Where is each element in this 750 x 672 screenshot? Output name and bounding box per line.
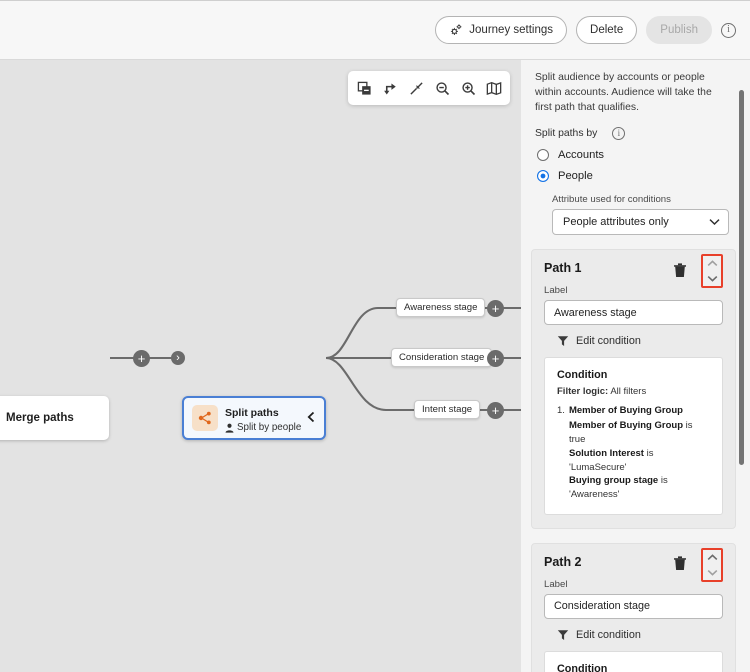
share-split-icon <box>192 405 218 431</box>
condition-2-title: Condition <box>557 662 608 672</box>
radio-people-label: People <box>558 170 593 183</box>
split-node-title: Split paths <box>225 406 279 419</box>
split-paths-by-info-icon[interactable]: i <box>612 127 626 141</box>
path-1-label-caption: Label <box>544 285 568 297</box>
delete-path-1-button[interactable] <box>671 261 689 279</box>
duplicate-icon[interactable] <box>352 75 376 101</box>
reorder-path-1-stepper[interactable] <box>701 254 723 289</box>
condition-1-title: Condition <box>557 369 608 382</box>
path-card-1: Path 1 <box>531 249 736 529</box>
split-node-text: Split paths Split by people <box>225 402 301 435</box>
zoom-in-icon[interactable] <box>456 75 480 101</box>
panel-scrollbar[interactable] <box>739 90 744 465</box>
edit-condition-1-label: Edit condition <box>576 335 641 348</box>
split-node-subtitle-row: Split by people <box>225 422 301 435</box>
delete-label: Delete <box>590 24 624 36</box>
path-2-label-caption: Label <box>544 578 568 590</box>
merge-paths-title: Merge paths <box>6 412 74 424</box>
journey-canvas[interactable]: Merge paths + › Sp <box>0 60 521 672</box>
canvas-toolbar <box>348 71 510 105</box>
panel-description: Split audience by accounts or people wit… <box>535 72 712 113</box>
radio-accounts[interactable]: Accounts <box>521 140 743 162</box>
person-icon <box>225 423 234 433</box>
add-step-button-merge-split[interactable]: + <box>133 350 150 367</box>
split-paths-settings-panel: Split audience by accounts or people wit… <box>521 60 750 672</box>
branch-label-2[interactable]: Consideration stage <box>391 348 493 367</box>
fit-screen-icon[interactable] <box>404 75 428 101</box>
chevron-up-icon[interactable] <box>707 554 718 561</box>
path-2-title: Path 2 <box>544 554 582 569</box>
reorder-path-2-stepper[interactable] <box>701 547 723 582</box>
condition-1-rule-2: Solution Interest is 'LumaSecure' <box>569 447 654 473</box>
path-1-label-value: Awareness stage <box>554 306 637 319</box>
attribute-field-label: Attribute used for conditions <box>552 194 671 206</box>
delete-button[interactable]: Delete <box>576 16 638 44</box>
delete-path-2-button[interactable] <box>671 555 689 573</box>
condition-1-filter-logic-key: Filter logic: <box>557 386 609 398</box>
branch-label-3[interactable]: Intent stage <box>414 400 481 419</box>
top-toolbar: Journey settings Delete Publish i <box>0 0 750 60</box>
condition-1-rule-3: Buying group stage is 'Awareness' <box>569 475 668 501</box>
path-1-header: Path 1 <box>544 254 723 289</box>
split-paths-by-row: Split paths by i <box>521 115 743 141</box>
redo-arrow-icon[interactable] <box>378 75 402 101</box>
chevron-up-icon[interactable] <box>707 260 718 267</box>
gear-icon <box>449 23 463 37</box>
add-step-button-branch-3[interactable]: + <box>487 402 504 419</box>
chevron-down-icon[interactable] <box>707 569 718 576</box>
condition-1-filter-logic: Filter logic: All filters <box>557 386 710 397</box>
condition-1-list: 1. Member of Buying Group Member of Buyi… <box>557 405 710 502</box>
radio-people[interactable]: People <box>521 161 743 183</box>
add-step-button-branch-1[interactable]: + <box>487 300 504 317</box>
path-1-title: Path 1 <box>544 261 582 276</box>
info-icon[interactable]: i <box>721 22 736 38</box>
filter-icon <box>557 335 569 347</box>
branch-label-1[interactable]: Awareness stage <box>396 298 486 317</box>
condition-box-2: Condition Filter logic: All filters 1. M… <box>544 650 723 672</box>
chevron-down-icon <box>709 218 720 226</box>
radio-people-indicator <box>537 170 549 183</box>
minimap-icon[interactable] <box>482 75 506 101</box>
condition-1-item-name: Member of Buying Group <box>568 405 683 417</box>
split-paths-by-label: Split paths by <box>535 128 598 140</box>
condition-box-1: Condition Filter logic: All filters 1. M… <box>544 357 723 515</box>
attribute-select-value: People attributes only <box>563 216 669 229</box>
radio-accounts-label: Accounts <box>558 149 605 162</box>
journey-settings-label: Journey settings <box>469 24 554 36</box>
journey-settings-button[interactable]: Journey settings <box>435 16 568 44</box>
attribute-select[interactable]: People attributes only <box>552 209 729 236</box>
path-card-2: Path 2 <box>531 542 736 672</box>
path-2-label-value: Consideration stage <box>554 600 651 613</box>
condition-1-filter-logic-value: All filters <box>610 386 647 398</box>
condition-1-rule-1: Member of Buying Group is true <box>569 420 693 446</box>
expand-left-chevron-button[interactable]: › <box>171 351 185 365</box>
publish-label: Publish <box>660 24 698 36</box>
chevron-down-icon[interactable] <box>707 275 718 282</box>
collapse-node-chevron-icon[interactable] <box>307 411 316 423</box>
zoom-out-icon[interactable] <box>430 75 454 101</box>
path-1-label-input[interactable]: Awareness stage <box>544 300 723 326</box>
radio-accounts-indicator <box>537 149 549 162</box>
edit-condition-2-button[interactable]: Edit condition <box>557 629 723 641</box>
condition-1-item-number: 1. <box>557 405 565 417</box>
edit-condition-1-button[interactable]: Edit condition <box>557 335 723 347</box>
filter-icon <box>557 629 569 641</box>
split-node-subtitle: Split by people <box>237 421 302 433</box>
split-paths-node[interactable]: Split paths Split by people <box>182 396 326 440</box>
merge-paths-node[interactable]: Merge paths <box>0 396 109 440</box>
add-step-button-branch-2[interactable]: + <box>487 350 504 367</box>
condition-1-rules: Member of Buying Group is true Solution … <box>569 419 710 502</box>
path-2-label-input[interactable]: Consideration stage <box>544 593 723 619</box>
condition-1-item-header: 1. Member of Buying Group <box>557 405 710 416</box>
edit-condition-2-label: Edit condition <box>576 628 641 641</box>
publish-button[interactable]: Publish <box>646 16 712 44</box>
path-2-header: Path 2 <box>544 547 723 582</box>
panel-scroll-content: Split audience by accounts or people wit… <box>521 60 743 672</box>
